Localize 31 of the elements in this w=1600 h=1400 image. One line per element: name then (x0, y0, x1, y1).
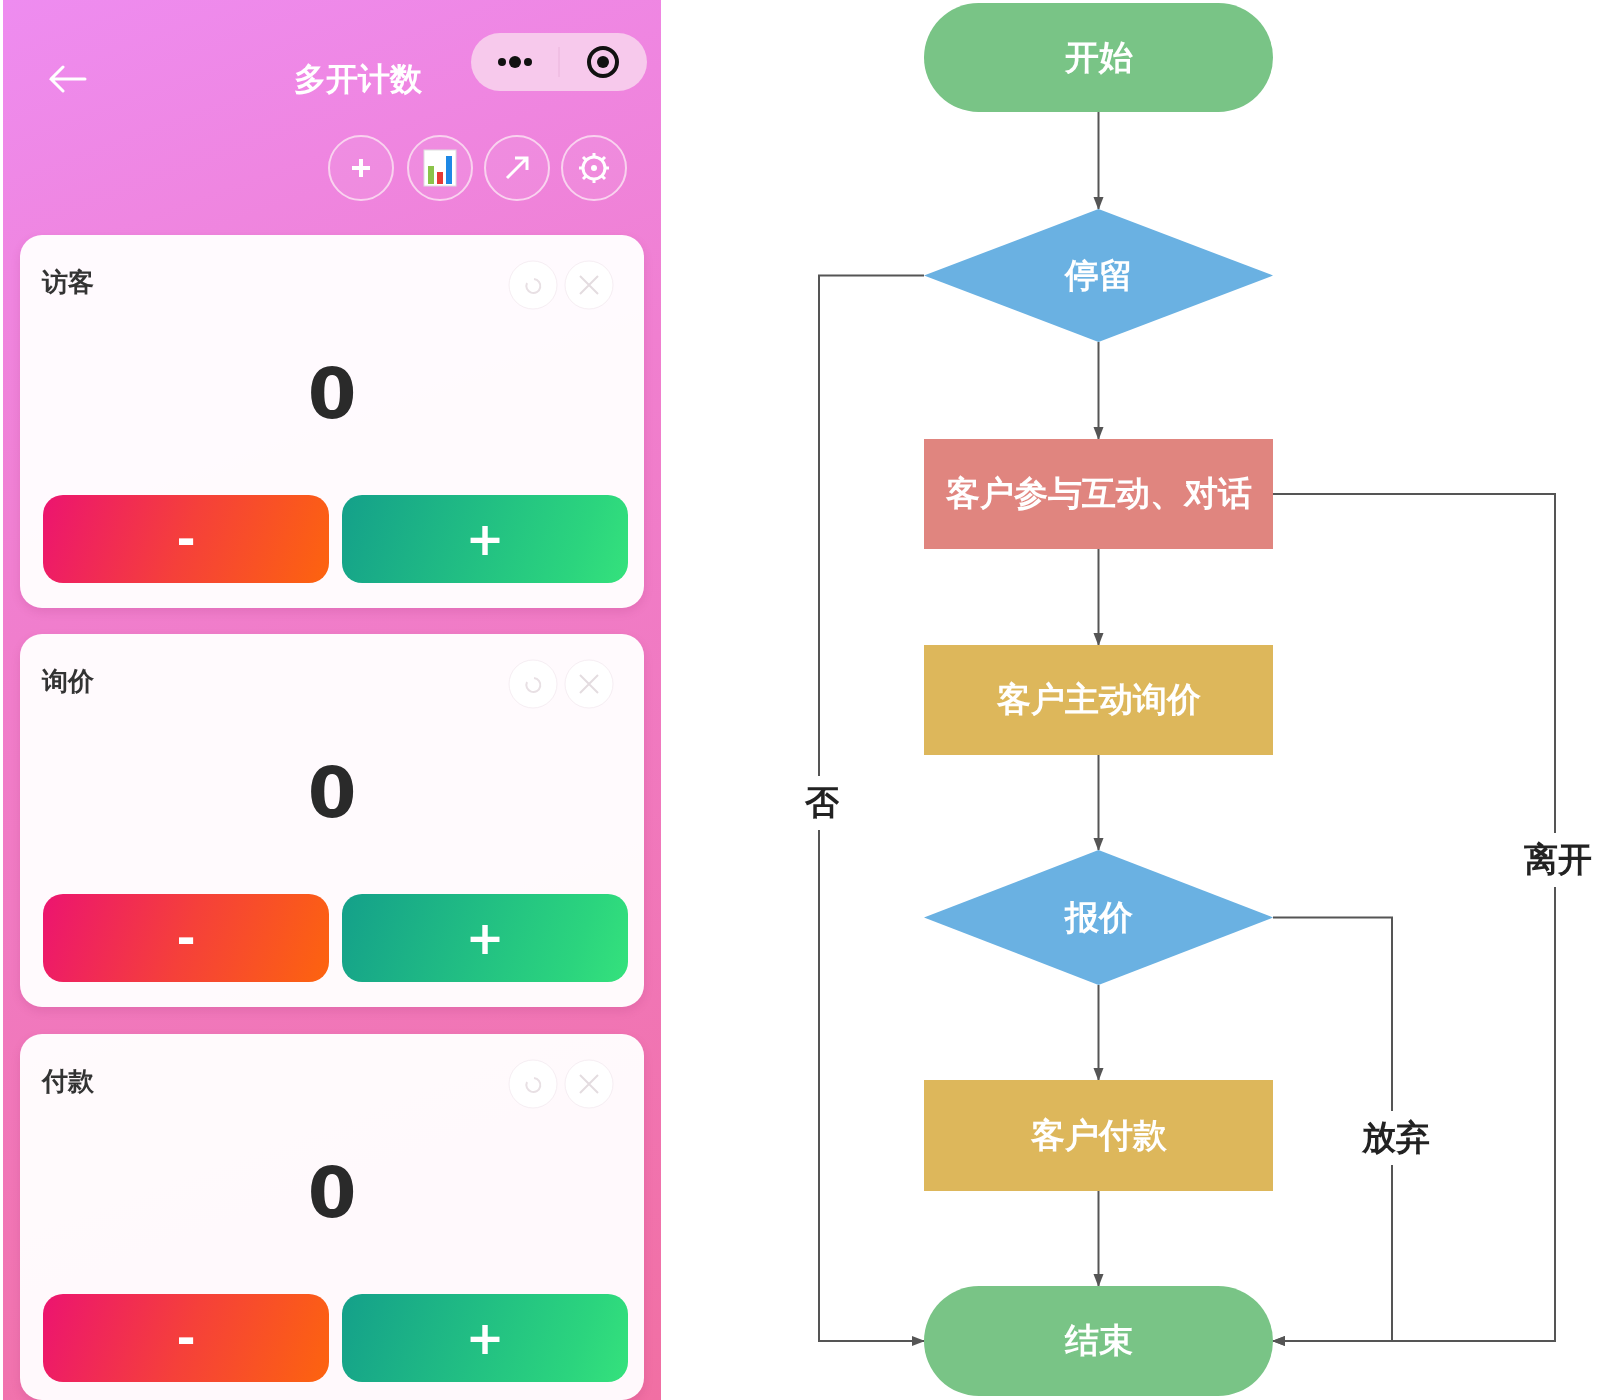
counter-value: 0 (307, 752, 357, 834)
arrow (1093, 984, 1104, 1081)
page-title: 多开计数 (293, 59, 423, 100)
counter-title: 访客 (42, 266, 94, 299)
process-box: 客户参与互动、对话 (924, 439, 1273, 549)
decision-diamond: 停留 (924, 209, 1273, 342)
plus-button: + (342, 894, 628, 982)
process-box: 客户主动询价 (924, 645, 1273, 755)
process-box: 客户付款 (924, 1080, 1273, 1191)
counter-value: 0 (307, 1152, 357, 1234)
edge-label: 离开 (1522, 833, 1594, 887)
counter-value: 0 (307, 353, 357, 435)
counter-title: 付款 (42, 1065, 94, 1098)
plus-button: + (342, 495, 628, 583)
edge-label: 否 (803, 776, 841, 830)
plus-button: + (342, 1294, 628, 1382)
decision-diamond: 报价 (924, 850, 1273, 985)
counter-title: 询价 (42, 665, 94, 698)
start-terminal: 开始 (924, 3, 1273, 112)
minus-button: - (43, 1294, 329, 1382)
end-terminal: 结束 (924, 1286, 1273, 1396)
arrow (818, 274, 925, 1346)
arrow (1093, 754, 1104, 851)
arrow (1093, 1190, 1104, 1287)
arrow (1272, 916, 1393, 1346)
arrow (1093, 548, 1104, 646)
minus-button: - (43, 495, 329, 583)
edge-label: 放弃 (1360, 1111, 1432, 1165)
arrow (1093, 341, 1104, 440)
minus-button: - (43, 894, 329, 982)
arrow (1093, 111, 1104, 210)
